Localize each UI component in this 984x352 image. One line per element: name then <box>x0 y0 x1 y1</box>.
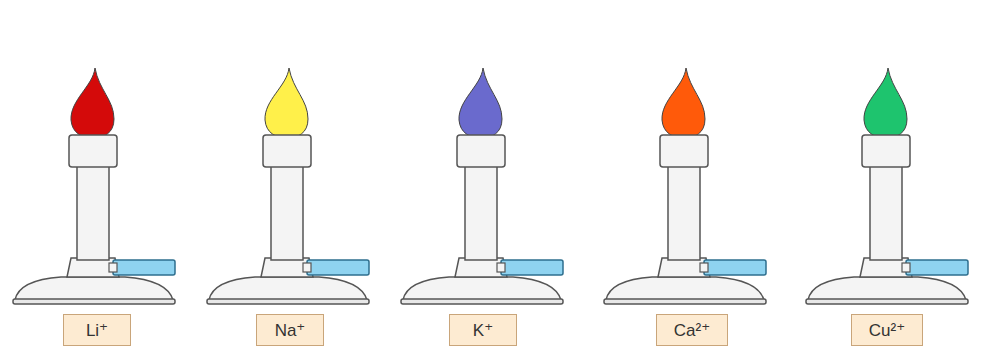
ion-label: Na⁺ <box>275 322 306 339</box>
ion-label: K⁺ <box>473 322 493 339</box>
ion-label: Cu²⁺ <box>869 322 905 339</box>
bunsen-burner <box>207 68 369 304</box>
ion-label-box: Li⁺ <box>63 314 131 346</box>
ion-label-box: K⁺ <box>449 314 517 346</box>
ion-label-box: Cu²⁺ <box>851 314 923 346</box>
ion-label-box: Ca²⁺ <box>656 314 728 346</box>
ion-label-box: Na⁺ <box>256 314 324 346</box>
ion-label: Ca²⁺ <box>674 322 710 339</box>
bunsen-burner <box>604 68 766 304</box>
bunsen-burner <box>13 68 175 304</box>
bunsen-burner <box>401 68 563 304</box>
bunsen-burner <box>806 68 968 304</box>
ion-label: Li⁺ <box>86 322 108 339</box>
